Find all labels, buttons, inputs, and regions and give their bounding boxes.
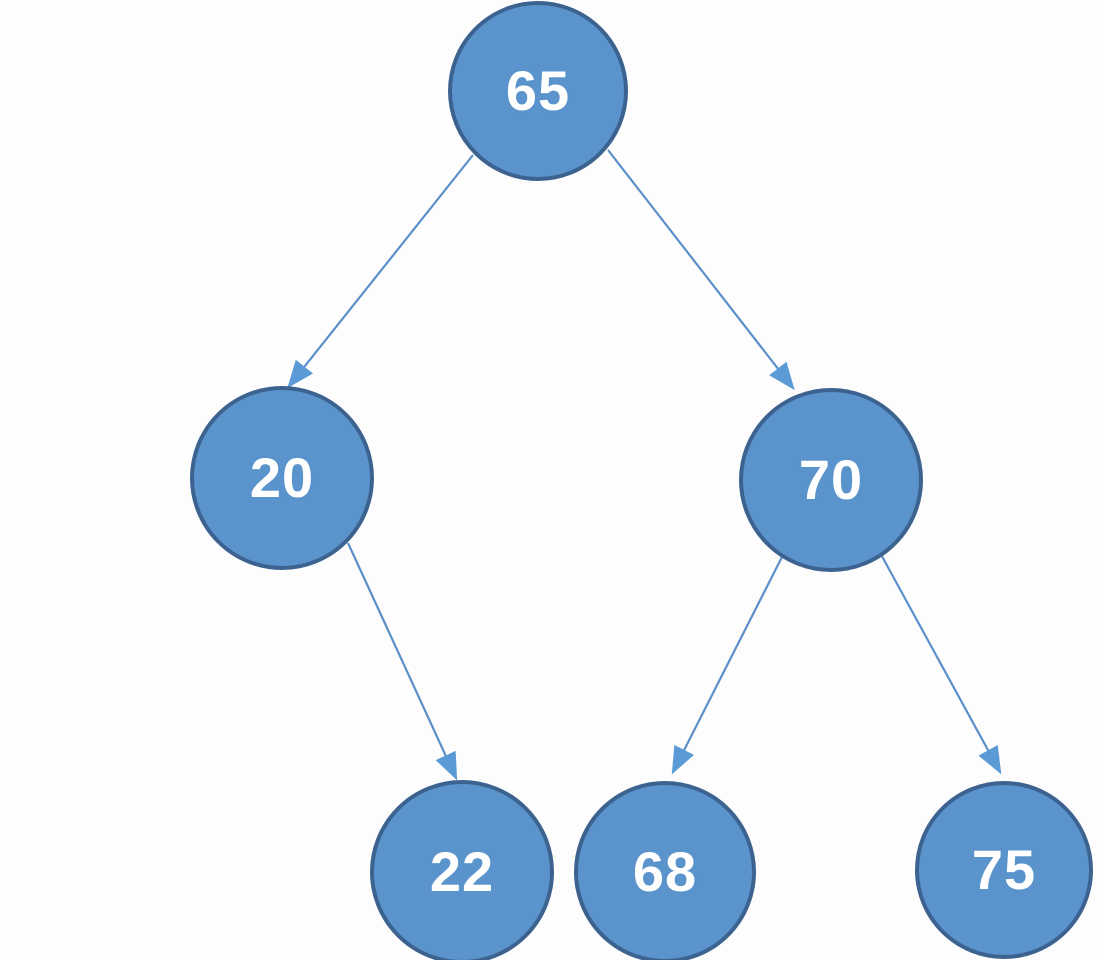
- tree-node-right-left-value: 68: [632, 840, 698, 903]
- tree-node-root-right: 70: [739, 388, 923, 572]
- tree-node-left-right: 22: [370, 780, 554, 960]
- edge-65-70: [607, 149, 795, 391]
- tree-node-right-left: 68: [574, 781, 756, 960]
- edge-65-20: [287, 154, 474, 389]
- tree-node-left-right-value: 22: [429, 840, 495, 903]
- tree-node-right-right-value: 75: [971, 838, 1037, 901]
- tree-node-root-right-value: 70: [798, 448, 864, 511]
- tree-node-right-right: 75: [915, 781, 1093, 959]
- edge-70-75: [877, 548, 1002, 775]
- tree-node-root-left: 20: [190, 386, 374, 570]
- edge-70-68: [671, 554, 784, 775]
- tree-node-root: 65: [448, 1, 628, 181]
- tree-node-root-value: 65: [505, 59, 571, 122]
- edge-20-22: [347, 542, 458, 781]
- tree-node-root-left-value: 20: [249, 446, 315, 509]
